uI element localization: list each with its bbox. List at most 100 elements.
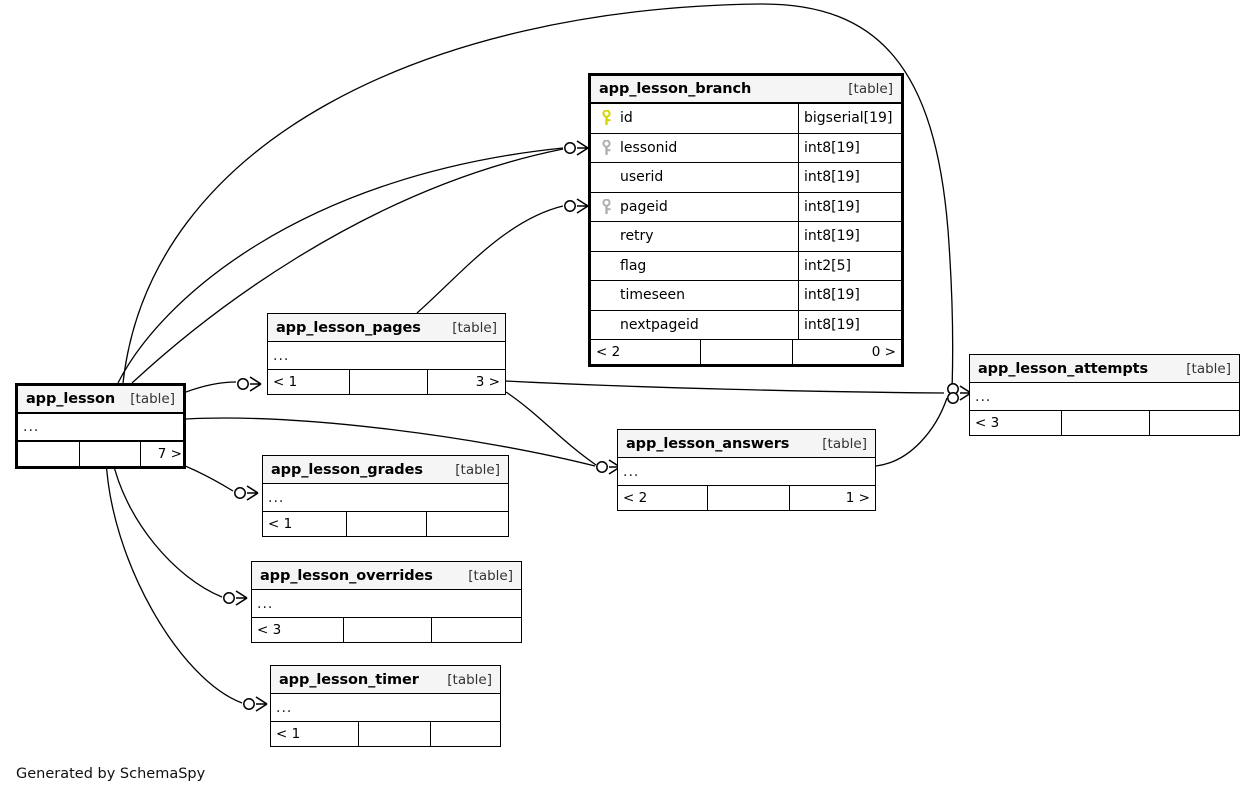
table-title: app_lesson_branch [599, 81, 752, 97]
footer-children: 3 > [475, 374, 500, 390]
column-row[interactable]: pageid int8[19] [591, 192, 901, 222]
column-type: int8[19] [804, 139, 860, 156]
collapsed-columns-indicator[interactable]: ... [271, 694, 500, 722]
column-name: userid [620, 169, 664, 186]
column-row[interactable]: flag int2[5] [591, 251, 901, 281]
column-name-cell: pageid [591, 192, 799, 221]
table-app-lesson-branch[interactable]: app_lesson_branch [table] id bigserial[19… [588, 73, 904, 367]
footer-parents [18, 442, 80, 466]
edge-pages-to-answers [505, 391, 597, 466]
table-footer: 7 > [18, 442, 183, 466]
table-title: app_lesson_timer [279, 671, 419, 688]
column-name: id [620, 110, 633, 127]
table-app-lesson-timer[interactable]: app_lesson_timer [table] ... < 1 [270, 665, 501, 747]
table-title: app_lesson_attempts [978, 360, 1149, 377]
edge-answers-to-attempts [875, 397, 948, 467]
collapsed-columns-indicator[interactable]: ... [252, 590, 521, 618]
table-tag: [table] [452, 319, 497, 336]
column-name: flag [620, 257, 647, 274]
table-tag: [table] [447, 671, 492, 688]
column-type: int8[19] [804, 316, 860, 333]
primary-key-icon [598, 110, 614, 126]
column-name-cell: lessonid [591, 133, 799, 162]
foreign-key-icon [598, 139, 614, 156]
column-name: retry [620, 228, 654, 245]
table-title: app_lesson [26, 391, 116, 407]
column-name: lessonid [620, 139, 678, 156]
footer-parents: < 1 [263, 512, 347, 536]
footer-children [432, 618, 521, 642]
table-app-lesson-overrides[interactable]: app_lesson_overrides [table] ... < 3 [251, 561, 522, 643]
edge-lesson-to-pages [185, 381, 237, 393]
column-name-cell: retry [591, 222, 799, 251]
table-app-lesson-attempts[interactable]: app_lesson_attempts [table] ... < 3 [969, 354, 1240, 436]
table-header: app_lesson [table] [18, 386, 183, 414]
table-tag: [table] [468, 567, 513, 584]
table-header: app_lesson_overrides [table] [252, 562, 521, 590]
table-header: app_lesson_answers [table] [618, 430, 875, 458]
footer-middle [359, 722, 431, 746]
table-title: app_lesson_overrides [260, 567, 433, 584]
table-header: app_lesson_pages [table] [268, 314, 505, 342]
edge-pages-to-attempts [505, 380, 945, 394]
table-tag: [table] [848, 81, 893, 97]
edge-lesson-to-timer [105, 457, 243, 704]
edge-pages-to-branch-pageid [416, 205, 564, 314]
table-app-lesson-pages[interactable]: app_lesson_pages [table] ... < 1 3 > [267, 313, 506, 395]
table-app-lesson[interactable]: app_lesson [table] ... 7 > [15, 383, 186, 469]
collapsed-columns-indicator[interactable]: ... [263, 484, 508, 512]
column-type: int8[19] [804, 228, 860, 245]
edge-lesson-to-overrides [111, 457, 223, 598]
table-header: app_lesson_branch [table] [591, 76, 901, 104]
table-tag: [table] [1186, 360, 1231, 377]
column-type: int8[19] [804, 198, 860, 215]
column-row[interactable]: lessonid int8[19] [591, 133, 901, 163]
collapsed-columns-indicator[interactable]: ... [970, 383, 1239, 411]
table-title: app_lesson_grades [271, 461, 423, 478]
collapsed-columns-indicator[interactable]: ... [18, 414, 183, 442]
column-row[interactable]: nextpageid int8[19] [591, 310, 901, 340]
collapsed-columns-indicator[interactable]: ... [268, 342, 505, 370]
footer-middle [80, 442, 141, 466]
footer-children [1150, 411, 1239, 435]
footer-middle [708, 486, 790, 510]
footer-parents: < 3 [970, 411, 1062, 435]
table-app-lesson-answers[interactable]: app_lesson_answers [table] ... < 2 1 > [617, 429, 876, 511]
column-row[interactable]: id bigserial[19] [591, 104, 901, 134]
table-footer: < 1 [263, 512, 508, 536]
foreign-key-icon [598, 198, 614, 215]
column-name-cell: flag [591, 251, 799, 280]
table-footer: < 3 [970, 411, 1239, 435]
column-name: nextpageid [620, 316, 699, 333]
footer-parents: < 2 [618, 486, 708, 510]
table-header: app_lesson_timer [table] [271, 666, 500, 694]
footer-middle [347, 512, 427, 536]
collapsed-columns-indicator[interactable]: ... [618, 458, 875, 486]
column-type: bigserial[19] [804, 110, 893, 127]
column-name-cell: userid [591, 163, 799, 192]
column-row[interactable]: retry int8[19] [591, 222, 901, 252]
footer-parents: < 3 [252, 618, 344, 642]
table-footer: < 1 3 > [268, 370, 505, 394]
table-app-lesson-grades[interactable]: app_lesson_grades [table] ... < 1 [262, 455, 509, 537]
table-footer: < 2 0 > [591, 340, 901, 364]
column-name-cell: id [591, 104, 799, 133]
footer-children [431, 722, 500, 746]
column-type: int2[5] [804, 257, 851, 274]
column-name-cell: nextpageid [591, 310, 799, 339]
footer-parents: < 1 [271, 722, 359, 746]
column-name: pageid [620, 198, 668, 215]
footer-children: 0 > [871, 344, 896, 360]
table-header: app_lesson_attempts [table] [970, 355, 1239, 383]
footer-children: 1 > [845, 490, 870, 506]
footer-middle [344, 618, 432, 642]
footer-children: 7 > [157, 446, 182, 462]
table-tag: [table] [455, 461, 500, 478]
table-footer: < 2 1 > [618, 486, 875, 510]
generator-credit: Generated by SchemaSpy [16, 766, 206, 782]
table-tag: [table] [130, 391, 175, 407]
